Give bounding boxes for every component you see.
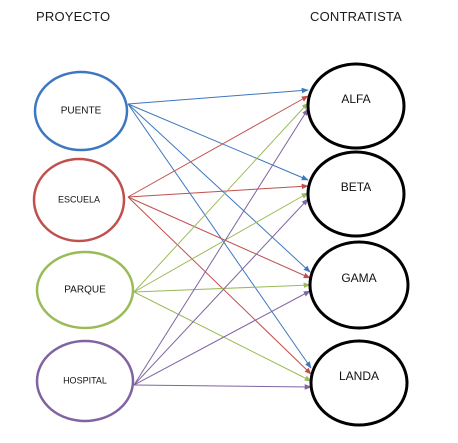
contractor-label-gama: GAMA xyxy=(341,271,376,285)
project-node-hospital: HOSPITAL xyxy=(35,339,135,423)
project-node-puente: PUENTE xyxy=(33,70,129,152)
project-ellipse-escuela xyxy=(32,157,126,243)
edge-parque-gama xyxy=(133,282,311,293)
project-label-puente: PUENTE xyxy=(61,106,102,117)
contractor-label-alfa: ALFA xyxy=(341,92,370,106)
contractor-label-landa: LANDA xyxy=(339,369,379,383)
contractor-ellipse-gama xyxy=(308,240,410,330)
edge-hospital-gama xyxy=(133,290,311,386)
edge-hospital-beta xyxy=(133,198,309,386)
edge-puente-beta xyxy=(127,103,309,181)
contractor-node-beta: BETA xyxy=(306,150,406,238)
edge-escuela-beta xyxy=(127,183,309,198)
edge-parque-landa xyxy=(133,291,312,382)
contractor-ellipse-landa xyxy=(309,339,409,427)
project-label-escuela: ESCUELA xyxy=(58,194,100,204)
edge-puente-gama xyxy=(127,103,311,273)
project-ellipse-parque xyxy=(35,250,135,330)
project-label-parque: PARQUE xyxy=(64,285,106,296)
project-node-parque: PARQUE xyxy=(35,250,135,330)
edge-escuela-alfa xyxy=(127,95,309,198)
edge-parque-alfa xyxy=(133,102,309,293)
edge-parque-beta xyxy=(133,192,309,293)
project-ellipse-hospital xyxy=(35,339,135,423)
contractor-node-alfa: ALFA xyxy=(306,62,406,150)
nodes-layer: PUENTE ESCUELA PARQUE HOSPITAL ALFA BETA GAMA L… xyxy=(32,62,410,427)
contractor-node-landa: LANDA xyxy=(309,339,409,427)
edge-puente-landa xyxy=(127,103,312,369)
contractor-ellipse-beta xyxy=(306,150,406,238)
contractors-heading: CONTRATISTA xyxy=(310,9,402,24)
edge-hospital-alfa xyxy=(133,108,309,386)
edge-puente-alfa xyxy=(127,87,309,105)
edge-hospital-landa xyxy=(133,384,312,390)
project-label-hospital: HOSPITAL xyxy=(63,375,107,385)
project-ellipse-puente xyxy=(33,70,129,152)
contractor-ellipse-alfa xyxy=(306,62,406,150)
project-node-escuela: ESCUELA xyxy=(32,157,126,243)
projects-heading: PROYECTO xyxy=(36,9,111,24)
edge-escuela-landa xyxy=(127,196,312,375)
edges-layer xyxy=(127,87,312,390)
edge-escuela-gama xyxy=(127,196,311,279)
contractor-node-gama: GAMA xyxy=(308,240,410,330)
contractor-label-beta: BETA xyxy=(341,180,371,194)
